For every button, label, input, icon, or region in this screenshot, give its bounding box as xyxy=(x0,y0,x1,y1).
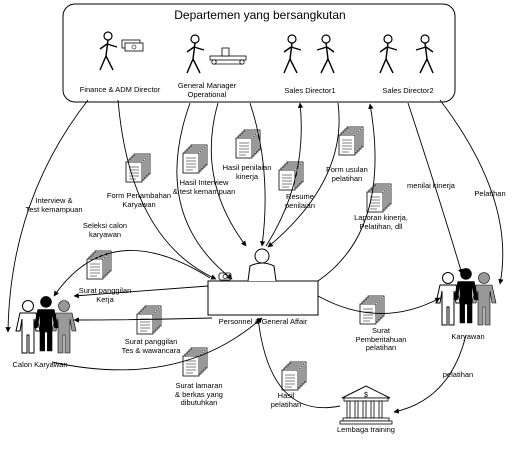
arrow-personnel-to-candidates-kerja xyxy=(73,285,209,299)
arrow-sales2-to-employees-pelatihan xyxy=(439,99,504,285)
candidates-label: Calon Karyawan xyxy=(12,360,68,369)
employees-label: Karyawan xyxy=(451,332,485,341)
seleksi-label: Seleksi calon karyawan xyxy=(82,221,128,239)
doc-hasil-penilaian xyxy=(235,129,261,159)
employee-group-icon xyxy=(435,268,497,326)
department-box xyxy=(62,3,456,103)
doc-hasil-pelatihan-label: Hasil pelatihan xyxy=(270,391,302,409)
doc-form-usulan xyxy=(338,126,364,156)
doc-surat-panggilan-tes-label: Surat panggilan Tes & wawancara xyxy=(121,337,181,355)
doc-hasil-penilaian-label: Hasil penilaian kinerja xyxy=(222,163,272,181)
doc-form-penambahan-label: Form Penambahan Karyawan xyxy=(106,191,172,209)
doc-hasil-interview xyxy=(182,144,208,174)
arrow-gm-to-personnel xyxy=(176,102,233,280)
doc-surat-panggilan-kerja xyxy=(86,250,112,280)
finance-director-icon xyxy=(99,31,144,71)
svg-text:$: $ xyxy=(364,392,368,399)
flow-arrows xyxy=(5,99,504,414)
arrow-finance-to-candidates xyxy=(5,99,89,333)
training-institution-label: Lembaga training xyxy=(337,425,395,434)
arrow-employees-to-training xyxy=(393,334,467,414)
personnel-desk xyxy=(207,280,319,316)
arrow-personnel-to-candidates-seleksi xyxy=(53,250,211,297)
doc-hasil-interview-label: Hasil Interview & test kemampuan xyxy=(172,178,236,196)
arrow-sales1b-to-personnel xyxy=(267,102,340,248)
doc-surat-panggilan-tes xyxy=(136,305,162,335)
general-manager-icon xyxy=(186,34,247,74)
general-manager-label: General Manager Operational xyxy=(177,81,237,99)
doc-laporan-kinerja-label: Laporan kinerja, Pelatihan, dll xyxy=(354,213,408,231)
arrow-personnel-to-sales2 xyxy=(317,103,376,282)
doc-form-usulan-label: Form usulan pelatihan xyxy=(326,165,368,183)
arrow-gm-down xyxy=(210,102,247,247)
arrow-candidates-to-personnel xyxy=(51,317,263,371)
personnel-officer-icon xyxy=(247,248,277,282)
arrow-training-to-personnel xyxy=(255,317,341,409)
pelatihan-right-label: Pelatihan xyxy=(474,189,506,198)
doc-surat-lamaran-label: Surat lamaran & berkas yang dibutuhkan xyxy=(175,381,223,407)
sales-director1-label: Sales Director1 xyxy=(284,86,336,95)
arrow-personnel-to-sales1 xyxy=(265,102,304,247)
department-title: Departemen yang bersangkutan xyxy=(174,8,346,22)
finance-director-label: Finance & ADM Director xyxy=(79,85,161,94)
sales-director2-label: Sales Director2 xyxy=(382,86,434,95)
interview-test-label: Interview & Test kemampuan xyxy=(25,196,83,214)
menilai-kinerja-label: menilai kinerja xyxy=(407,181,455,190)
doc-surat-pemberitahuan xyxy=(359,295,385,325)
doc-surat-pemberitahuan-label: Surat Pemberitahuan pelatihan xyxy=(355,326,407,352)
arrow-sales1-to-personnel xyxy=(249,102,266,247)
candidate-group-icon xyxy=(15,296,77,354)
bank-building-icon: $ xyxy=(339,385,393,425)
doc-hasil-pelatihan xyxy=(281,361,307,391)
personnel-label: Personnel & General Affair xyxy=(218,317,308,326)
doc-resume-penilaian-label: Resume penilaian xyxy=(284,192,316,210)
doc-resume-penilaian xyxy=(278,161,304,191)
arrow-personnel-to-employees xyxy=(317,295,441,314)
arrow-personnel-to-candidates-tes xyxy=(73,317,213,323)
doc-surat-panggilan-kerja-label: Surat panggilan Kerja xyxy=(78,286,132,304)
pelatihan-bottom-label: pelatihan xyxy=(442,370,474,379)
arrow-finance-to-personnel xyxy=(117,99,217,280)
doc-laporan-kinerja xyxy=(366,183,392,213)
arrow-sales2-to-employees xyxy=(407,102,464,275)
